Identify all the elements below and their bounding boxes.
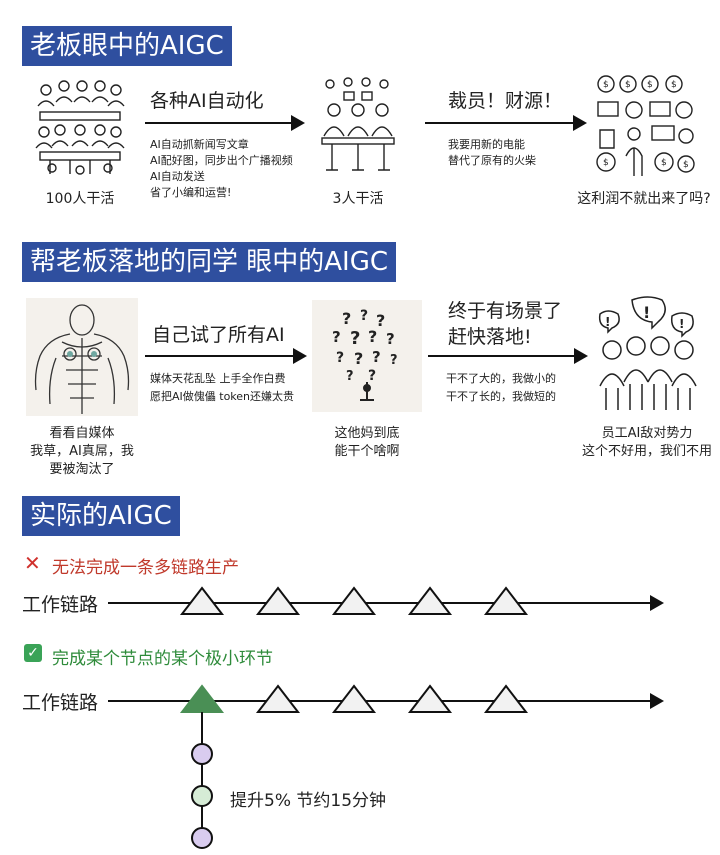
- work-chain-nodes-2: [179, 684, 529, 713]
- section2-arrow2-title-line1: 终于有场景了: [448, 300, 563, 322]
- angry-crowd-illustration: !!!: [598, 296, 697, 410]
- svg-text:?: ?: [390, 353, 398, 368]
- svg-text:?: ?: [360, 308, 368, 324]
- work-chain-nodes-1: [179, 586, 529, 615]
- three-workers-illustration: [321, 77, 395, 171]
- section1-arrow2: [425, 115, 587, 131]
- sub-step-chain: [191, 712, 213, 849]
- chain-node: [407, 684, 453, 713]
- svg-text:$: $: [603, 80, 609, 90]
- chain-node: [331, 684, 377, 713]
- svg-text:!: !: [679, 317, 684, 331]
- chain-node-active: [179, 684, 225, 713]
- section2-left-caption-line2: 我草，AI真屌，我: [30, 444, 134, 459]
- ok-icon: ✓: [24, 644, 42, 662]
- svg-text:?: ?: [372, 348, 381, 366]
- section1-arrow2-line2: 替代了原有的火柴: [448, 154, 536, 167]
- section1-arrow2-line1: 我要用新的电能: [448, 138, 525, 151]
- section1-arrow1-title: 各种AI自动化: [150, 90, 264, 112]
- section2-left-caption-line1: 看看自媒体: [49, 426, 115, 441]
- section1-arrow2-title: 裁员！财源！: [448, 90, 563, 112]
- crowd-workers-illustration: [35, 80, 125, 175]
- section1-left-caption: 100人干活: [45, 191, 115, 207]
- section1-title: 老板眼中的AIGC: [22, 26, 232, 66]
- section2-right-caption-line2: 这个不好用，我们不用: [581, 444, 712, 459]
- svg-text:?: ?: [354, 349, 363, 368]
- svg-text:?: ?: [368, 327, 377, 346]
- section2-arrow1-title: 自己试了所有AI: [152, 324, 285, 346]
- section2-mid-caption-line2: 能干个啥啊: [334, 444, 400, 459]
- section2-right-caption-line1: 员工AI敌对势力: [601, 426, 693, 441]
- section1-arrow1-line2: AI配好图，同步出个广播视频: [150, 154, 293, 167]
- chain-label-1: 工作链路: [22, 594, 99, 616]
- svg-text:!: !: [605, 315, 610, 329]
- result-text: 提升5% 节约15分钟: [230, 791, 387, 811]
- section1-mid-caption: 3人干活: [332, 191, 384, 207]
- svg-text:$: $: [671, 80, 677, 90]
- section2-arrow1-line1: 媒体天花乱坠 上手全作白费: [150, 372, 286, 385]
- chain-node: [179, 586, 225, 615]
- section2-title: 帮老板落地的同学 眼中的AIGC: [22, 242, 397, 282]
- section2-arrow1: [145, 348, 307, 364]
- section2-left-caption-line3: 要被淘汰了: [49, 462, 115, 477]
- sub-step-node: [191, 827, 213, 849]
- ok-text: 完成某个节点的某个极小环节: [52, 649, 273, 669]
- svg-text:?: ?: [346, 369, 354, 384]
- section3-title: 实际的AIGC: [22, 496, 180, 536]
- question-tree-illustration: ??? ???? ???? ??: [312, 300, 422, 412]
- svg-text:?: ?: [336, 350, 344, 366]
- section2-arrow2: [428, 348, 588, 364]
- chain-node: [483, 586, 529, 615]
- sub-step-node: [191, 743, 213, 765]
- chain-node: [483, 684, 529, 713]
- chain-node: [255, 586, 301, 615]
- chain-node: [331, 586, 377, 615]
- svg-text:?: ?: [386, 330, 395, 348]
- svg-text:!: !: [643, 303, 650, 322]
- money-profit-illustration: $ $ $ $ $ $ $: [596, 75, 695, 176]
- section1-arrow1-line3: AI自动发送: [150, 170, 205, 183]
- chain-label-2: 工作链路: [22, 692, 99, 714]
- svg-text:?: ?: [332, 328, 341, 346]
- svg-text:$: $: [683, 160, 689, 170]
- work-chain-line-1: [108, 595, 664, 611]
- work-chain-line-2: [108, 693, 664, 709]
- svg-text:?: ?: [350, 328, 360, 349]
- section2-arrow2-line1: 干不了大的，我做小的: [446, 372, 556, 385]
- svg-text:$: $: [603, 158, 609, 168]
- chain-node: [255, 684, 301, 713]
- svg-text:?: ?: [342, 309, 351, 328]
- section1-arrow1-line4: 省了小编和运营!: [150, 186, 232, 199]
- svg-text:$: $: [647, 80, 653, 90]
- section2-arrow1-line2: 愿把AI做傀儡 token还嫌太贵: [150, 390, 295, 403]
- cyborg-figure-illustration: [26, 298, 138, 416]
- svg-text:$: $: [625, 80, 631, 90]
- section1-right-caption: 这利润不就出来了吗?: [577, 191, 711, 207]
- section1-arrow1-line1: AI自动抓新闻写文章: [150, 138, 249, 151]
- svg-text:?: ?: [368, 368, 376, 384]
- section2-mid-caption-line1: 这他妈到底: [334, 426, 400, 441]
- svg-text:?: ?: [376, 311, 385, 330]
- chain-node: [407, 586, 453, 615]
- section2-arrow2-title-line2: 赶快落地!: [448, 326, 532, 348]
- svg-text:$: $: [661, 158, 667, 168]
- sub-step-node-current: [191, 785, 213, 807]
- fail-icon: ✕: [24, 551, 41, 575]
- section2-arrow2-line2: 干不了长的，我做短的: [446, 390, 556, 403]
- fail-text: 无法完成一条多链路生产: [52, 558, 239, 578]
- section1-arrow1: [145, 115, 305, 131]
